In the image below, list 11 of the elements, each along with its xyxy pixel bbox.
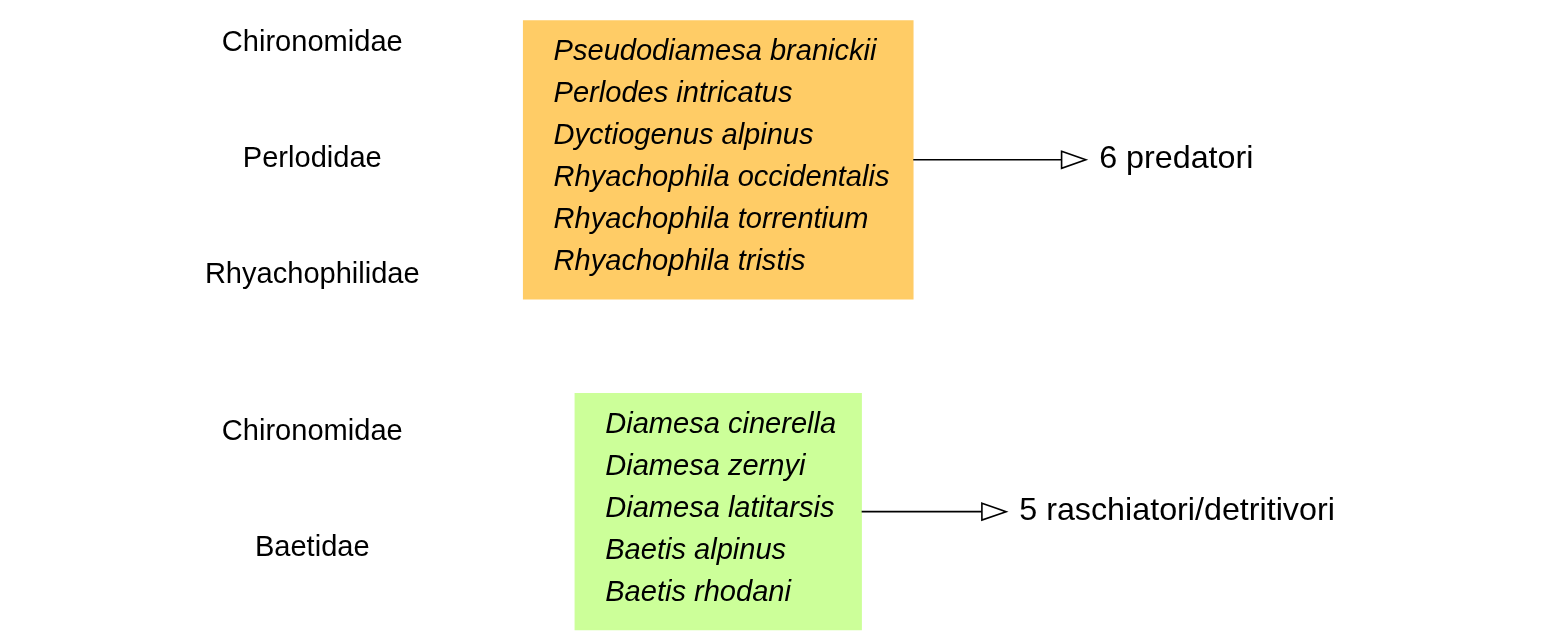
node-text: 6 predatori (1099, 138, 1254, 175)
node-box: Diamesa cinerella Diamesa zernyi Diamesa latitarsis Baetis alpinus Baetis rhodani (574, 393, 862, 631)
label: Chironomidae (221, 413, 403, 446)
node-box: Pseudodiamesa branickii Perlodes intricatus Dyctiogenus alpinus Rhyachophila occidentalis Rhyachophila torrentium Rhyachophila tristis (522, 20, 914, 300)
node-text: 5 raschiatori/detritivori (1019, 490, 1335, 527)
label: Perlodidae (242, 140, 382, 173)
label: Rhyachophilidae (204, 257, 420, 290)
label: Baetidae (254, 529, 370, 562)
arrow (912, 150, 1089, 170)
arrow (860, 502, 1009, 522)
label: Chironomidae (221, 24, 403, 57)
